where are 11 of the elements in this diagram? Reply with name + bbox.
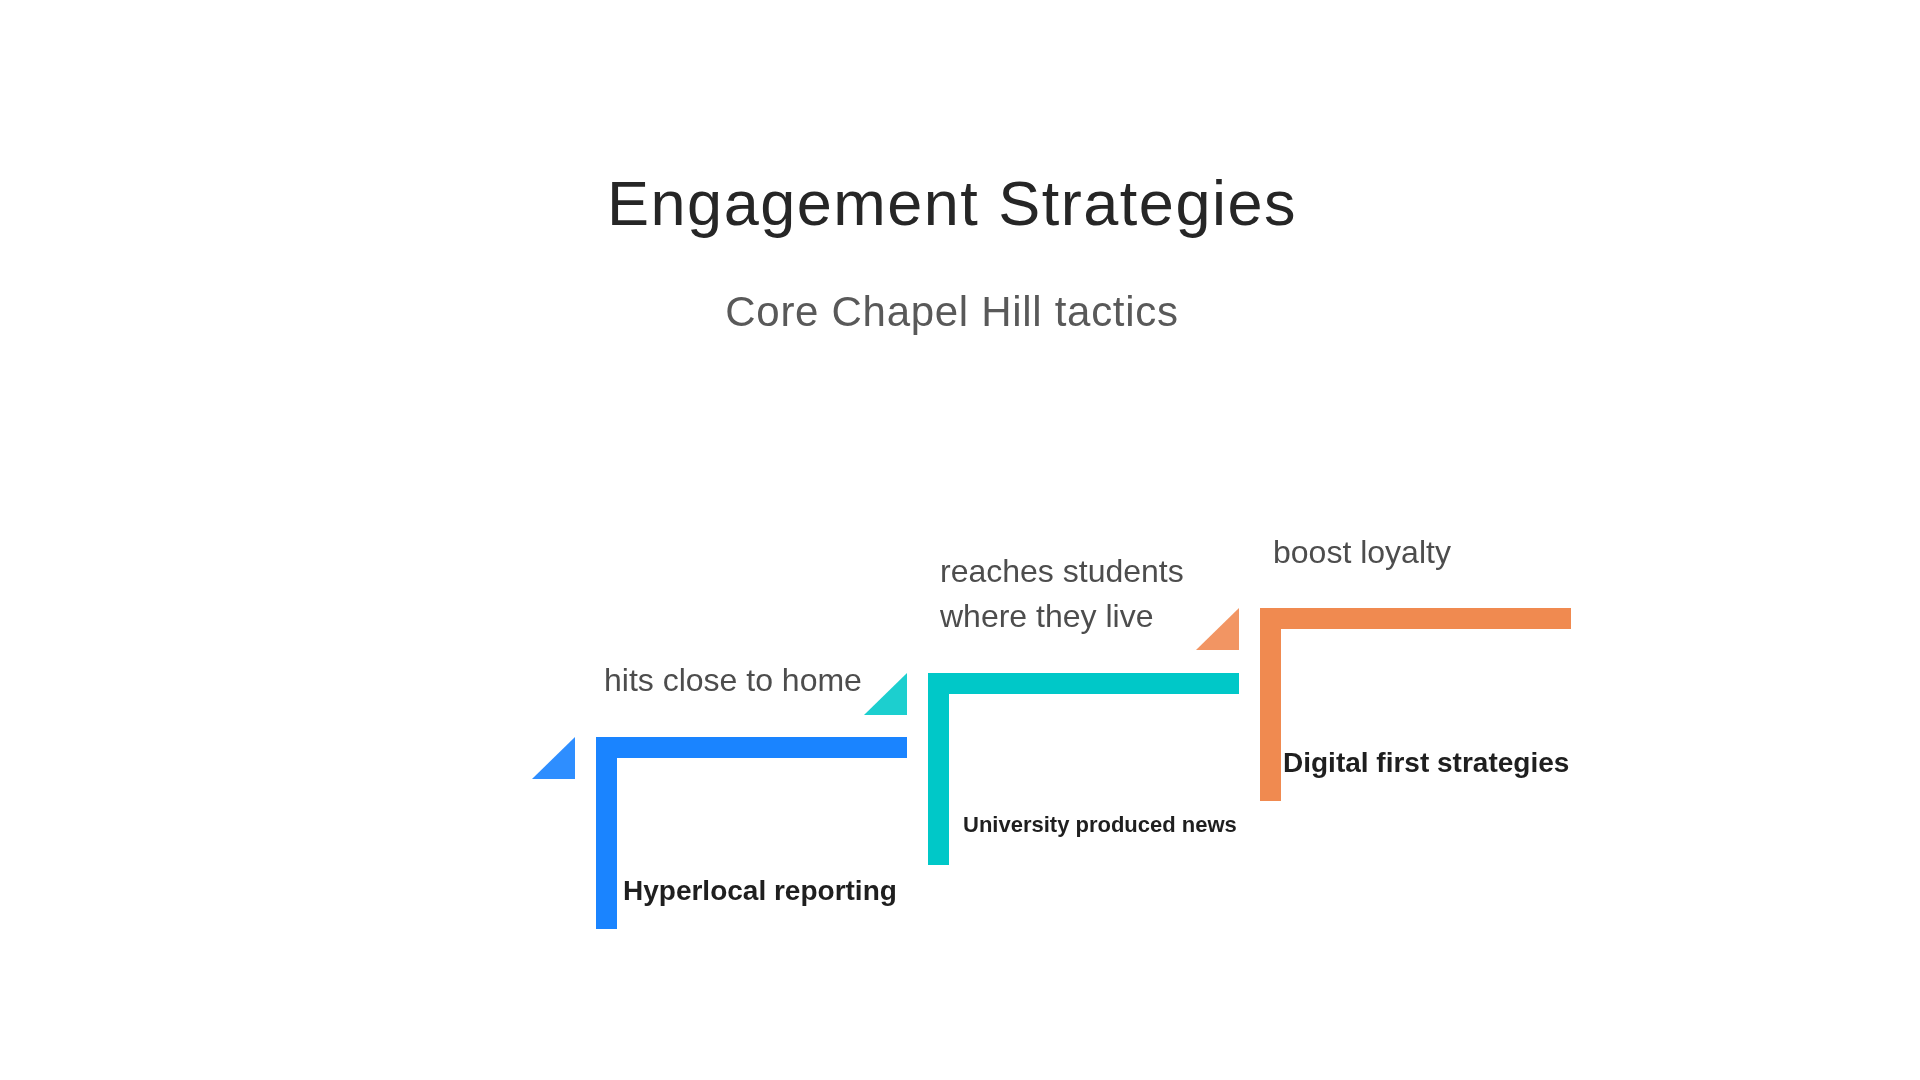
step-description: hits close to home [604, 661, 862, 700]
step-bracket [596, 737, 907, 929]
step-title: University produced news [963, 812, 1237, 839]
step-title: Hyperlocal reporting [623, 874, 897, 908]
step-description: reaches students where they live [940, 552, 1185, 636]
step-description: boost loyalty [1273, 533, 1451, 572]
step-bracket [928, 673, 1239, 865]
step-bracket [1260, 608, 1571, 801]
subtitle: Core Chapel Hill tactics [725, 287, 1179, 337]
diagram-title: Engagement Strategies [607, 167, 1297, 239]
step-title: Digital first strategies [1283, 746, 1570, 780]
